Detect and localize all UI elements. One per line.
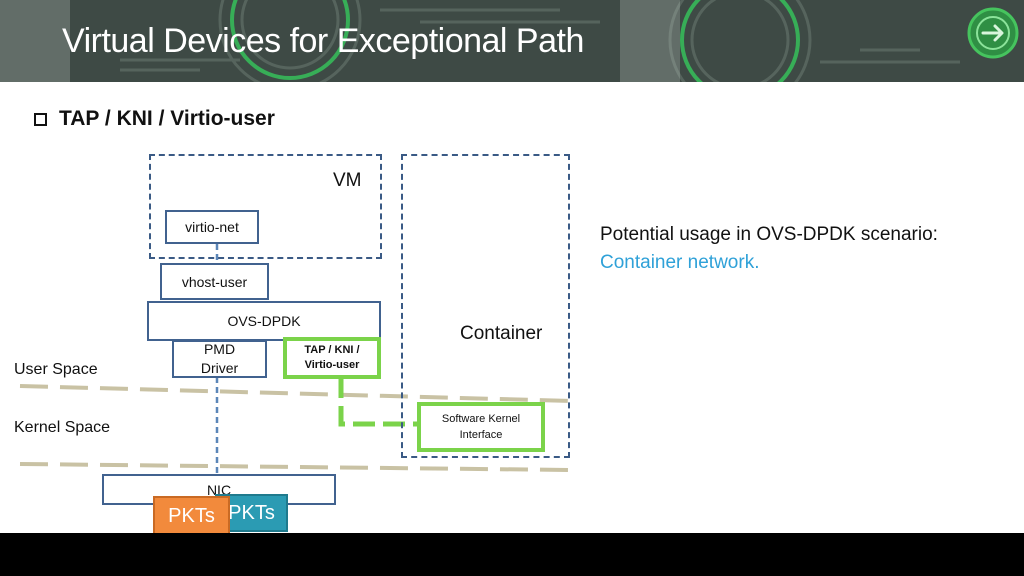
usage-note-line2: Container network. (600, 252, 760, 273)
header-decoration (0, 0, 960, 82)
tap-kni-line2: Virtio-user (304, 359, 360, 371)
pmd-driver-line2: Driver (200, 360, 239, 376)
kernel-hardware-boundary-line (19, 462, 573, 472)
container-label: Container (460, 323, 543, 344)
bullet-text: TAP / KNI / Virtio-user (59, 107, 275, 130)
container-boundary (401, 154, 570, 458)
virtio-net-box: virtio-net (165, 210, 259, 244)
slide-title: Virtual Devices for Exceptional Path (62, 22, 584, 60)
usage-note-line1: Potential usage in OVS-DPDK scenario: (600, 224, 938, 245)
slide-header: Virtual Devices for Exceptional Path (0, 0, 1024, 82)
pkts-orange-box: PKTs (153, 496, 230, 536)
checkbox-bullet-icon (34, 112, 47, 126)
tap-kni-virtio-user-box: TAP / KNI / Virtio-user (283, 337, 381, 379)
software-kernel-line2: Interface (459, 429, 503, 441)
pmd-driver-box: PMD Driver (172, 340, 267, 378)
pmd-driver-line1: PMD (203, 341, 236, 357)
kernel-space-label: Kernel Space (14, 419, 111, 436)
bottom-bar (0, 533, 1024, 576)
exceptional-path-line (338, 376, 418, 427)
user-space-label: User Space (14, 361, 98, 378)
ovs-dpdk-box: OVS-DPDK (147, 301, 381, 341)
software-kernel-interface-box: Software Kernel Interface (417, 402, 545, 452)
vhost-user-box: vhost-user (160, 263, 269, 300)
bullet-item: TAP / KNI / Virtio-user (34, 107, 275, 131)
software-kernel-line1: Software Kernel (441, 413, 521, 425)
vm-boundary (149, 154, 382, 259)
vm-label: VM (333, 170, 362, 191)
user-kernel-boundary-line (19, 384, 573, 403)
usage-note: Potential usage in OVS-DPDK scenario: Co… (600, 221, 938, 277)
arrow-circle-icon (967, 7, 1019, 59)
tap-kni-line1: TAP / KNI / (304, 344, 360, 356)
